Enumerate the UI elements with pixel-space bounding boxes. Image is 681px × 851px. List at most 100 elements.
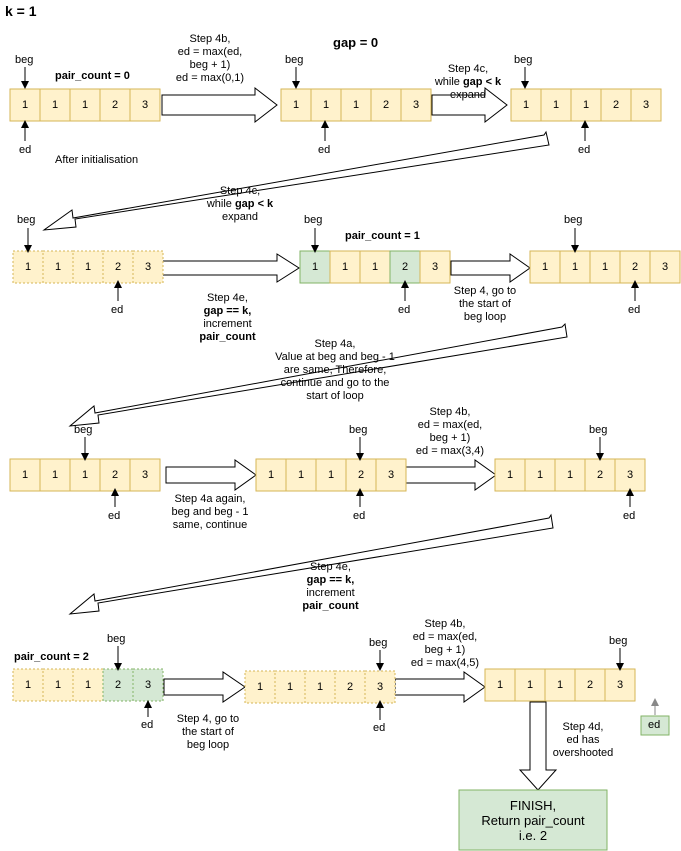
step-4b-label-2: Step 4b, ed = max(ed, beg + 1) ed = max(…: [415, 406, 485, 457]
array-cell-value: 1: [572, 261, 578, 273]
array-cell: [129, 458, 161, 492]
step-4-label-2: Step 4, go to the start of beg loop: [176, 713, 240, 751]
array-cell-value: 1: [22, 469, 28, 481]
k-title: k = 1: [5, 3, 37, 19]
array-cell-value: 1: [583, 99, 589, 111]
array-cell: [494, 458, 526, 492]
gap-title: gap = 0: [333, 35, 379, 50]
array-cell-value: 1: [298, 469, 304, 481]
step-4e-text: Step 4e,: [207, 292, 248, 304]
array-cell-value: 3: [413, 99, 419, 111]
array-cell: [329, 250, 361, 284]
array-cell-value: 1: [372, 261, 378, 273]
step-4a-label-2: Step 4a again, beg and beg - 1 same, con…: [171, 493, 249, 531]
beg-label-9: beg: [589, 424, 608, 436]
beg-label-4: beg: [17, 214, 36, 226]
beg-label-11: beg: [369, 637, 388, 649]
array-cell-value: 1: [328, 469, 334, 481]
array-cell: [544, 668, 576, 702]
array-cell-value: 1: [25, 261, 31, 273]
block-arrow-10: [163, 671, 246, 703]
array-cell: [129, 88, 161, 122]
array-cell-value: 3: [627, 469, 633, 481]
array-cell-value: 1: [85, 261, 91, 273]
array-cell-value: 1: [293, 99, 299, 111]
array-a7: 1 1 1 2 3: [9, 458, 161, 492]
step-4b-label-3: Step 4b, ed = max(ed, beg + 1) ed = max(…: [410, 618, 480, 669]
pair-count-0: pair_count = 0: [55, 70, 130, 82]
array-cell-value: 2: [115, 679, 121, 691]
array-cell-value: 1: [342, 261, 348, 273]
array-cell: [12, 668, 44, 702]
array-cell-value: 3: [662, 261, 668, 273]
array-cell-value: 1: [523, 99, 529, 111]
array-cell: [614, 458, 646, 492]
array-cell-value: 3: [643, 99, 649, 111]
step-4e-var: pair_count: [199, 331, 256, 343]
array-cell-value: 1: [312, 261, 318, 273]
array-cell-value: 1: [353, 99, 359, 111]
array-cell: [244, 670, 276, 704]
step-4e-cond: gap == k,: [306, 574, 355, 586]
beg-label-12: beg: [609, 635, 628, 647]
block-arrow-11: [394, 671, 486, 703]
array-cell-value: 1: [553, 99, 559, 111]
block-arrow-down: [518, 701, 558, 791]
array-cell: [9, 88, 41, 122]
ed-overshoot-box: [640, 715, 670, 736]
array-cell-value: 2: [587, 679, 593, 691]
array-cell: [589, 250, 621, 284]
step-4-label-1: Step 4, go to the start of beg loop: [453, 285, 517, 323]
array-cell-value: 3: [142, 469, 148, 481]
array-cell-value: 3: [617, 679, 623, 691]
array-cell: [72, 668, 104, 702]
finish-label: FINISH, Return pair_count i.e. 2: [481, 798, 585, 843]
array-cell-value: 1: [268, 469, 274, 481]
array-a8: 1 1 1 2 3: [255, 458, 407, 492]
step-4e-label-2: Step 4e, gap == k, increment pair_count: [283, 548, 378, 613]
beg-label-5: beg: [304, 214, 323, 226]
pair-count-2: pair_count = 2: [14, 651, 89, 663]
step-4c-label-2: Step 4c, while gap < k expand: [195, 172, 285, 224]
step-4e-var: pair_count: [302, 600, 359, 612]
ed-label-5: ed: [398, 304, 411, 316]
array-cell-value: 1: [567, 469, 573, 481]
array-cell-value: 2: [112, 469, 118, 481]
array-cell-value: 1: [82, 469, 88, 481]
array-cell: [99, 88, 131, 122]
step-4e-cond: gap == k,: [203, 305, 252, 317]
array-cell: [274, 670, 306, 704]
array-cell-value: 2: [347, 681, 353, 693]
pair-count-1: pair_count = 1: [345, 230, 420, 242]
array-cell-value: 1: [507, 469, 513, 481]
ed-label-10: ed: [141, 719, 154, 731]
array-cell: [9, 458, 41, 492]
array-cell: [345, 458, 377, 492]
array-cell-value: 1: [317, 681, 323, 693]
array-cell-value: 3: [145, 261, 151, 273]
array-cell: [540, 88, 572, 122]
step-4e-label-1: Step 4e, gap == k, increment pair_count: [180, 279, 275, 344]
beg-label-6: beg: [564, 214, 583, 226]
step-4c-text: Step 4c, while: [206, 185, 261, 210]
array-cell: [375, 458, 407, 492]
array-cell: [554, 458, 586, 492]
array-cell: [102, 668, 134, 702]
array-cell: [364, 670, 396, 704]
array-cell-value: 2: [115, 261, 121, 273]
array-cell-value: 2: [358, 469, 364, 481]
array-cell-value: 1: [52, 469, 58, 481]
array-cell-value: 3: [388, 469, 394, 481]
step-4c-expand: expand: [449, 89, 487, 101]
array-cell-value: 2: [597, 469, 603, 481]
array-cell: [42, 250, 74, 284]
ed-label-4: ed: [111, 304, 124, 316]
array-cell-value: 2: [402, 261, 408, 273]
